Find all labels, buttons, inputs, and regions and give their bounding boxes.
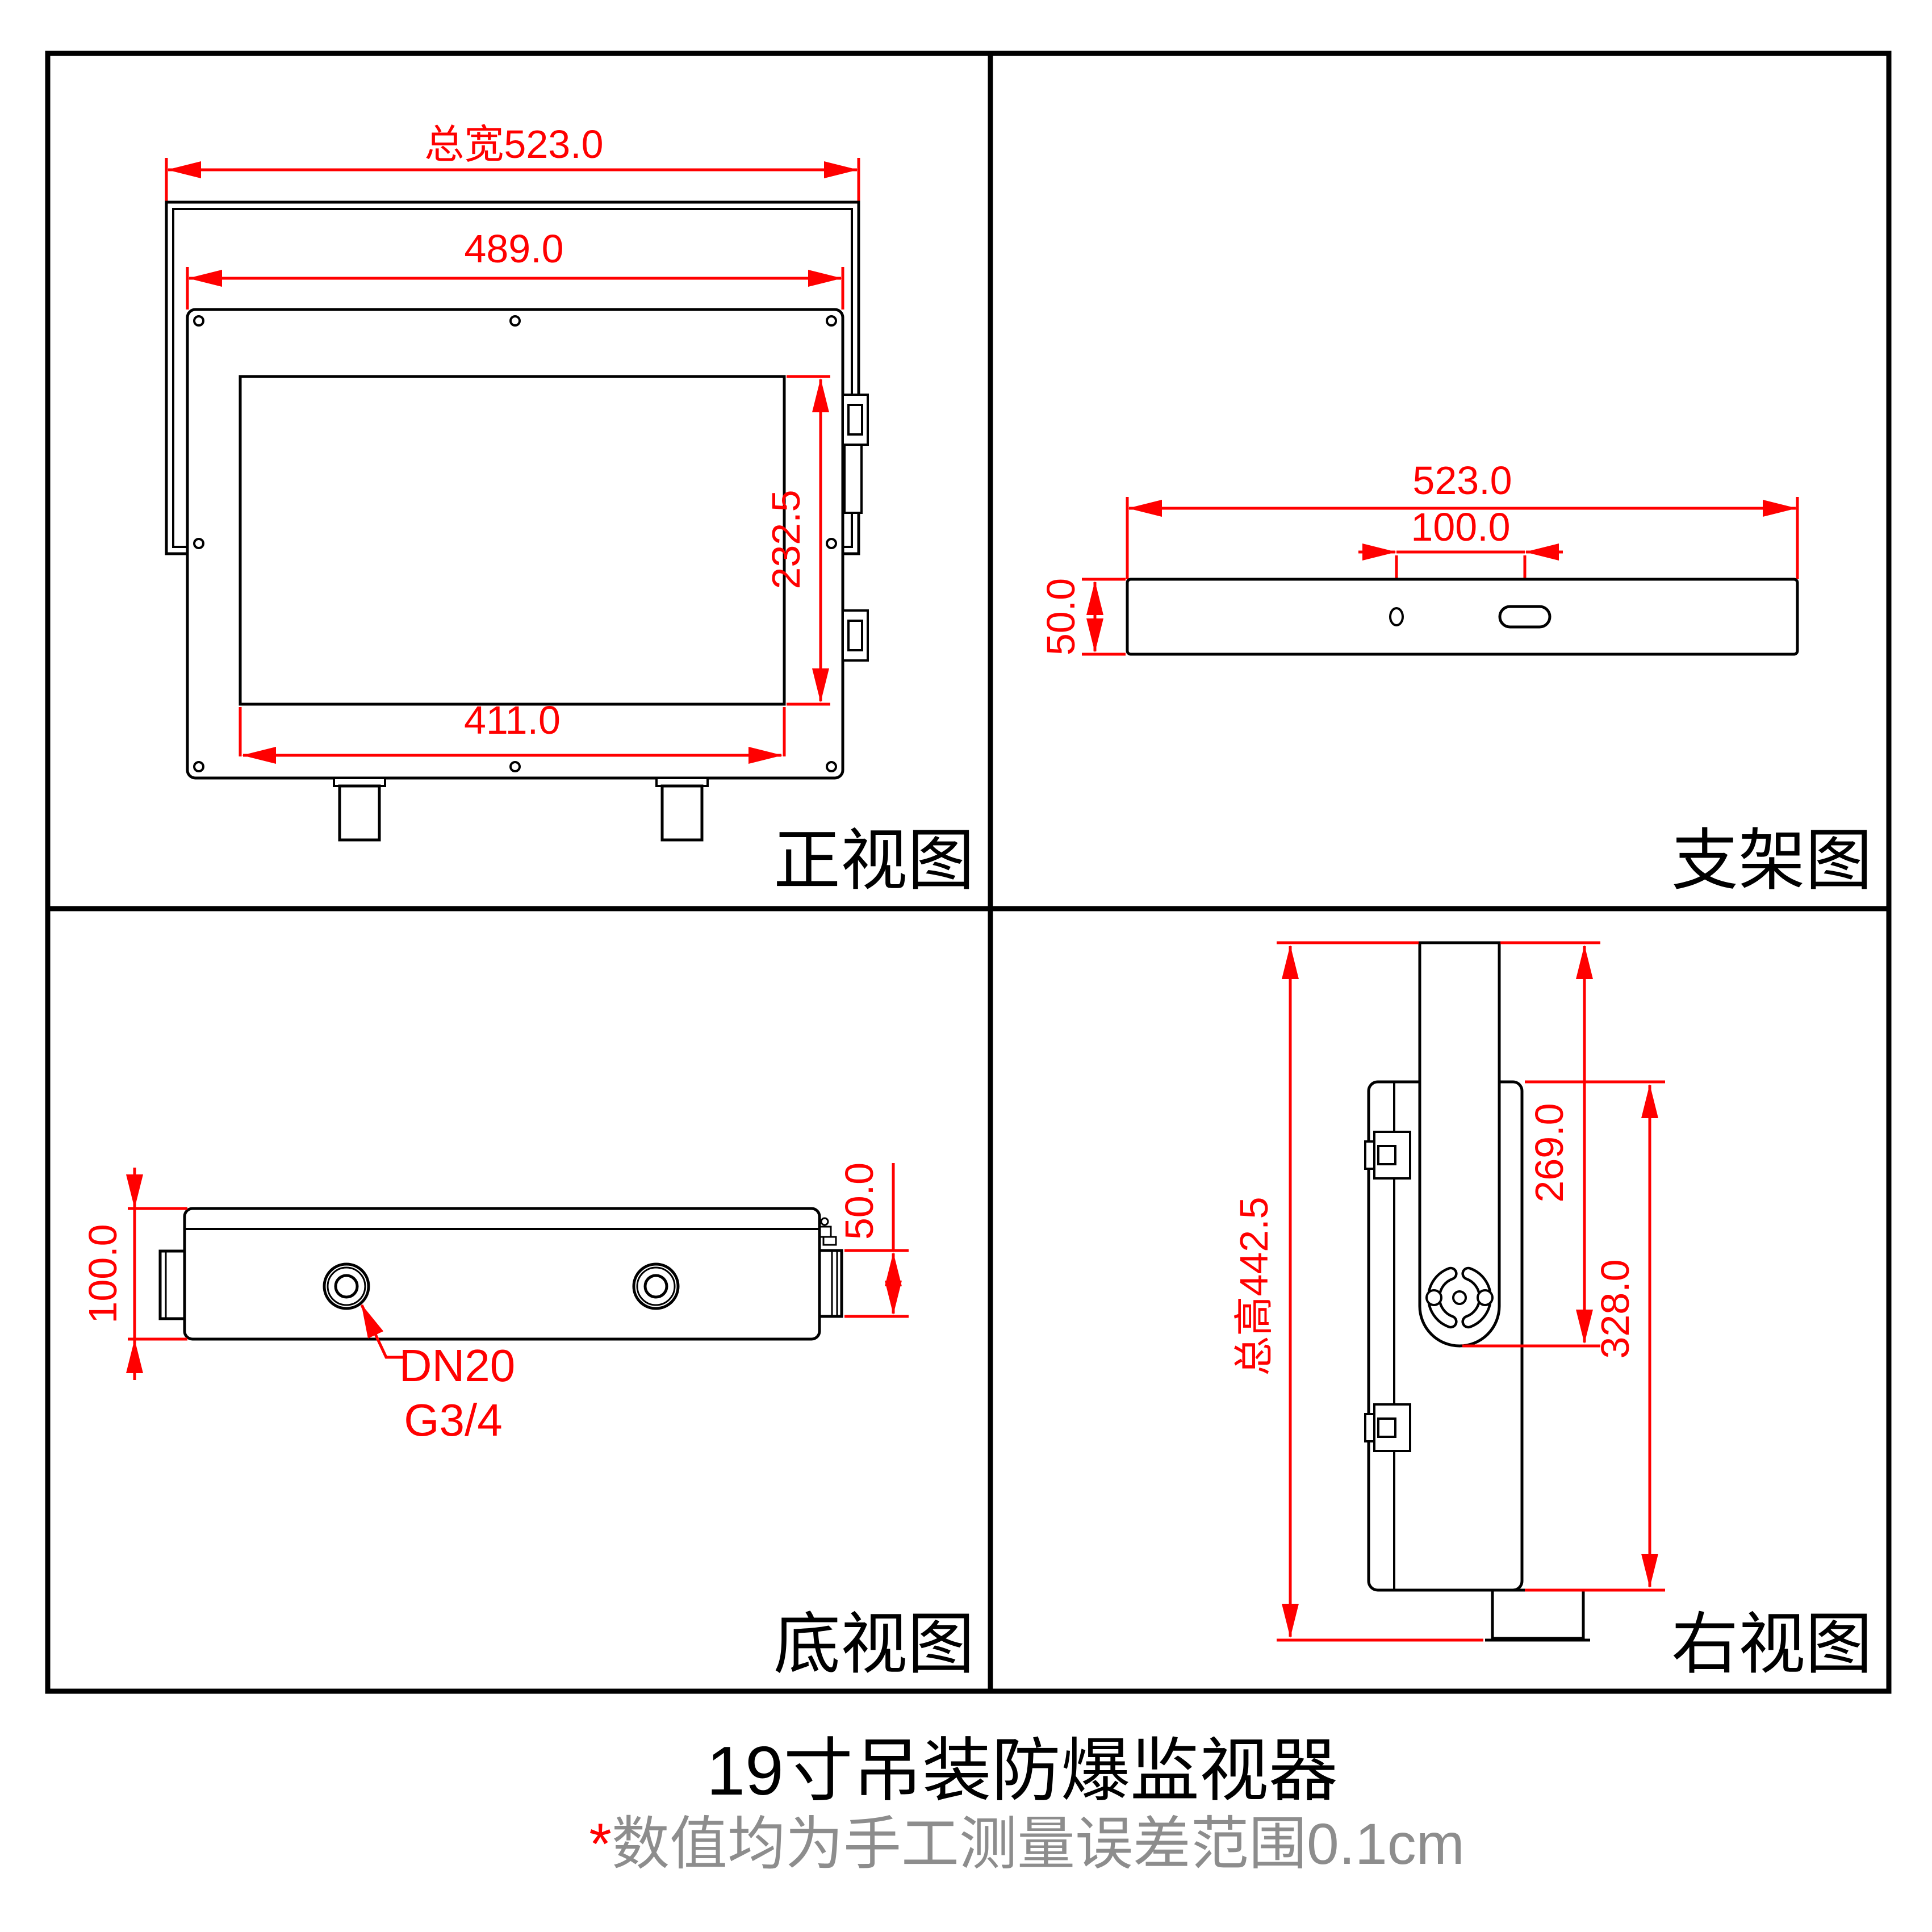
bracket-hole-spacing-dim-label: 100.0 (1411, 505, 1510, 549)
bracket-view-label: 支架图 (1671, 823, 1872, 898)
caption: 19寸吊装防爆监视器 *数值均为手工测量误差范围0.1cm (589, 1732, 1464, 1876)
screw-hole (193, 538, 204, 549)
right-pole-hinge-dim-label: 269.0 (1527, 1103, 1571, 1202)
hanging-pole (1418, 941, 1501, 1348)
screw-hole (193, 761, 204, 772)
front-view-label: 正视图 (773, 823, 975, 898)
hinge-center-hole (1452, 1290, 1467, 1305)
front-bottom-feet (333, 777, 709, 842)
front-right-latches (842, 394, 869, 662)
foot (338, 784, 381, 842)
right-body-height-dim-label: 328.0 (1593, 1259, 1637, 1358)
screw-hole (826, 761, 837, 772)
bottom-body-height-dim-label: 100.0 (81, 1224, 125, 1323)
front-total-width-dim-label: 总宽523.0 (424, 122, 603, 166)
bracket-mounting-hole (1389, 607, 1404, 626)
bracket-height-dim-lines (1082, 578, 1126, 656)
hinge-plate (843, 444, 863, 514)
right-view: 总高442.5 269.0 328.0 右视图 (1232, 941, 1872, 1682)
front-panel-screw-holes (193, 315, 837, 772)
screw-hole (826, 315, 837, 327)
right-total-height-dim-label: 总高442.5 (1232, 1197, 1276, 1375)
front-screen-width-dim-label: 411.0 (464, 698, 561, 742)
bottom-connector-height-dim-label: 50.0 (837, 1162, 881, 1240)
hinge-disc (1425, 1266, 1494, 1329)
bracket-width-dim-lines (1126, 497, 1799, 579)
right-view-foot (1491, 1588, 1585, 1640)
cable-gland-left (323, 1262, 370, 1310)
latch-clamp-inner (1377, 1417, 1396, 1438)
bracket-height-dim-label: 50.0 (1039, 578, 1083, 655)
cable-gland-right (632, 1262, 680, 1310)
front-screen-width-dim-lines (239, 707, 786, 764)
right-view-latches (1364, 1131, 1411, 1452)
bracket-bar (1126, 578, 1799, 656)
screw-hole (193, 315, 204, 327)
screen-rect (239, 375, 786, 706)
front-view: 总宽523.0 489.0 (165, 122, 975, 898)
front-total-width-dim-lines (165, 158, 860, 202)
bottom-body-height-dim-lines (126, 1168, 187, 1380)
front-screen-height-dim-label: 232.5 (764, 490, 808, 589)
bottom-connector (818, 1249, 843, 1318)
screw-hole (509, 315, 521, 327)
hinge-bolt-hole (1477, 1289, 1494, 1306)
right-body-height-dim-lines (1525, 1080, 1665, 1592)
hinge-bolt-hole (1425, 1289, 1442, 1306)
bracket-mounting-slot (1498, 605, 1552, 629)
grid-border (45, 51, 1892, 1694)
drawing-title: 19寸吊装防爆监视器 (706, 1732, 1338, 1809)
latch-clamp-inner (847, 620, 863, 651)
gland-leader-line (360, 1304, 407, 1359)
latch-clamp-inner (1377, 1145, 1396, 1165)
note-asterisk: * (589, 1812, 612, 1876)
note-text: 数值均为手工测量误差范围0.1cm (612, 1812, 1465, 1876)
bottom-right-hook (818, 1217, 837, 1246)
front-panel-width-dim-lines (186, 267, 844, 310)
latch-clamp-inner (847, 404, 863, 436)
right-view-label: 右视图 (1671, 1607, 1872, 1682)
front-panel-width-dim-label: 489.0 (464, 227, 563, 271)
latch-clamp-tab (1364, 1140, 1375, 1170)
bottom-view-label: 底视图 (773, 1607, 975, 1682)
gland-size-label: DN20 (399, 1340, 516, 1391)
screw-hole (826, 538, 837, 549)
right-total-height-dim-lines (1277, 941, 1600, 1642)
front-screen-height-dim-lines (787, 375, 830, 706)
measurement-note: *数值均为手工测量误差范围0.1cm (589, 1812, 1464, 1876)
gland-thread-label: G3/4 (404, 1395, 502, 1445)
bottom-connector-height-dim-lines (844, 1163, 909, 1318)
bracket-view: 523.0 100.0 50.0 支架图 (1039, 458, 1872, 898)
foot (660, 784, 704, 842)
bottom-left-tab (158, 1249, 186, 1320)
screw-hole (509, 761, 521, 772)
bottom-view: 100.0 50.0 DN20 G3/4 底视图 (81, 1162, 975, 1682)
latch-clamp-tab (1364, 1413, 1375, 1442)
bracket-width-dim-label: 523.0 (1412, 458, 1512, 503)
drawing-grid (45, 51, 1892, 1694)
right-pole-hinge-dim-lines (1462, 945, 1600, 1348)
